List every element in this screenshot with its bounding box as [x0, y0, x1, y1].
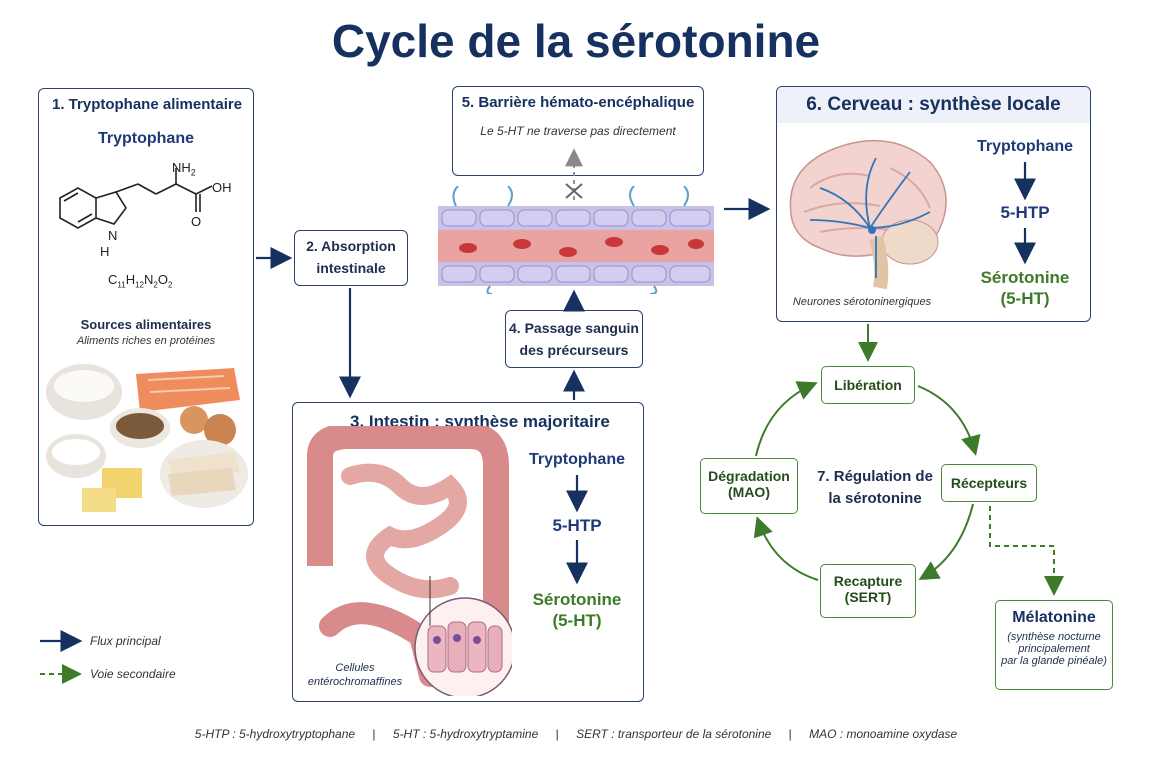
box6-step-serotonin: Sérotonine: [980, 268, 1070, 287]
footer-sep-2: |: [555, 727, 559, 741]
enterochromaffin-label-2: entérochromaffines: [307, 676, 403, 688]
oh-label: OH: [212, 180, 232, 195]
box6-step-5htp: 5-HTP: [1000, 203, 1050, 222]
footer-5htp: 5-HTP : 5-hydroxytryptophane: [194, 727, 356, 741]
box6-title: 6. Cerveau : synthèse locale: [806, 94, 1061, 115]
nh2-label: NH2: [172, 160, 196, 178]
molecular-formula: C11H12N2O2: [108, 272, 173, 290]
protein-foods-illustration: [46, 364, 248, 512]
arrow-degradation-to-liberation: [755, 381, 818, 457]
receptors-box: Récepteurs: [941, 464, 1037, 502]
reuptake-label-2: (SERT): [844, 589, 892, 605]
box2-line2: intestinale: [316, 260, 386, 276]
reuptake-box: Recapture (SERT): [820, 564, 916, 618]
degradation-label-1: Dégradation: [708, 468, 790, 484]
serotonergic-neurons-label: Neurones sérotoninergiques: [792, 296, 932, 308]
degradation-box: Dégradation (MAO): [700, 458, 798, 514]
box3-step-tryptophan: Tryptophane: [528, 451, 625, 468]
arrow-liberation-to-receptors: [917, 385, 981, 456]
food-sources-title: Sources alimentaires: [80, 317, 212, 332]
box4-line2: des précurseurs: [519, 342, 629, 358]
legend-secondary-label: Voie secondaire: [90, 667, 176, 681]
footer-sep-1: |: [372, 727, 376, 741]
box4-line1: 4. Passage sanguin: [509, 320, 639, 336]
degradation-label-2: (MAO): [728, 484, 770, 500]
food-sources-subtitle: Aliments riches en protéines: [76, 335, 216, 347]
receptors-label: Récepteurs: [950, 475, 1028, 491]
box3-step-serotonin: Sérotonine: [532, 590, 622, 609]
tryptophan-structure-icon: [59, 168, 213, 229]
melatonin-title: Mélatonine: [1012, 609, 1096, 626]
footer-sep-3: |: [788, 727, 792, 741]
o-label: O: [191, 214, 202, 229]
intestinal-absorption-box: [294, 230, 408, 286]
enterochromaffin-label-1: Cellules: [335, 662, 375, 674]
melatonin-box: Mélatonine (synthèse nocturne principale…: [995, 600, 1113, 690]
melatonin-line3: par la glande pinéale): [1001, 655, 1107, 667]
liberation-box: Libération: [821, 366, 915, 404]
arrow-reuptake-to-degradation: [753, 516, 819, 581]
box3-step-5ht: (5-HT): [552, 611, 602, 630]
footer-5ht: 5-HT : 5-hydroxytryptamine: [392, 727, 539, 741]
box5-title: 5. Barrière hémato-encéphalique: [461, 94, 695, 111]
liberation-label: Libération: [834, 377, 902, 393]
brain-illustration: [789, 139, 947, 290]
box1-title: 1. Tryptophane alimentaire: [52, 96, 243, 113]
footer-sert: SERT : transporteur de la sérotonine: [576, 727, 772, 741]
arrow-receptors-to-reuptake: [918, 503, 974, 581]
indole-n-label: N: [108, 228, 118, 243]
box3-step-5htp: 5-HTP: [552, 516, 602, 535]
cycle-center-line2: la sérotonine: [828, 490, 922, 507]
intestine-illustration: [307, 426, 512, 696]
legend-main-label: Flux principal: [90, 634, 161, 648]
melatonin-line1: (synthèse nocturne: [1007, 631, 1101, 643]
footer-mao: MAO : monoamine oxydase: [809, 727, 958, 741]
footer: 5-HTP : 5-hydroxytryptophane | 5-HT : 5-…: [0, 727, 1152, 741]
reuptake-label-1: Recapture: [833, 573, 903, 589]
block-cross-icon: [565, 183, 583, 199]
blood-vessel-illustration: [438, 186, 714, 294]
box6-header-bar: [777, 87, 1090, 123]
box6-step-tryptophan: Tryptophane: [976, 138, 1073, 155]
tryptophan-molecule-label: Tryptophane: [97, 130, 194, 147]
box5-note: Le 5-HT ne traverse pas directement: [480, 124, 676, 138]
box6-step-5ht: (5-HT): [1000, 289, 1050, 308]
page-title: Cycle de la sérotonine: [331, 15, 821, 67]
indole-h-label: H: [100, 244, 110, 259]
cycle-center-line1: 7. Régulation de: [817, 468, 933, 485]
arrow-receptors-to-melatonin: [989, 506, 1064, 596]
box2-line1: 2. Absorption: [306, 238, 396, 254]
melatonin-line2: principalement: [1018, 643, 1090, 655]
